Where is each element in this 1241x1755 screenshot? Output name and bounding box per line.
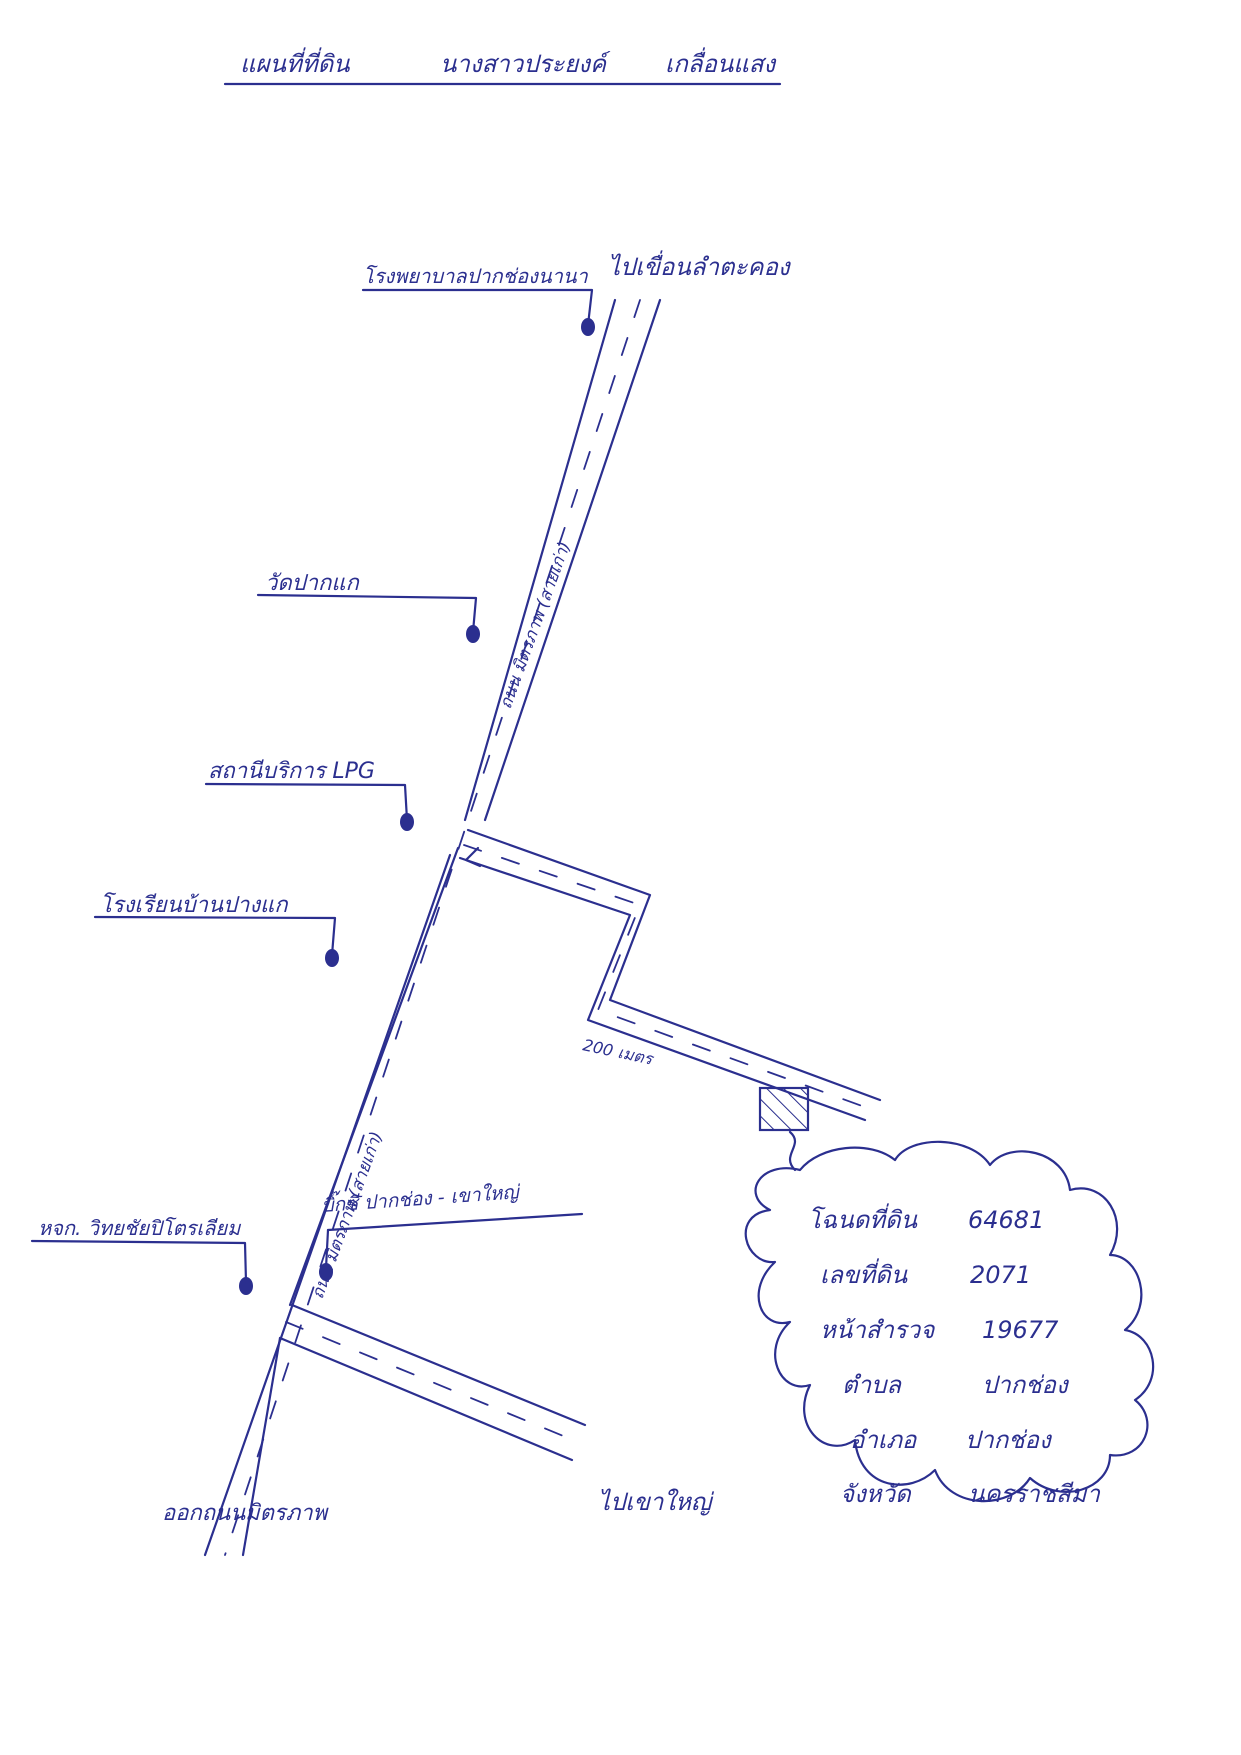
khao-yai-road-lower-edge [278, 1336, 574, 1462]
title-part-map: แผนที่ที่ดิน [240, 47, 350, 78]
big-c-dot-icon [319, 1263, 333, 1281]
lpg-leader-line [204, 782, 409, 822]
province-value: นครราชสีมา [968, 1480, 1101, 1508]
landmark-school: โรงเรียนบ้านปางแก [93, 892, 339, 967]
khao-yai-road-centre-dash [285, 1321, 579, 1443]
temple-dot-icon [466, 625, 480, 643]
lpg-dot-icon [400, 813, 414, 831]
side-road-lower-edge [458, 856, 867, 1122]
main-road-right-edge-middle [288, 846, 460, 1307]
land-info-cloud: โฉนดที่ดิน 64681 เลขที่ดิน 2071 หน้าสำรว… [744, 1140, 1155, 1508]
land-no-label: เลขที่ดิน [820, 1258, 908, 1289]
school-leader-line [93, 915, 337, 957]
school-label: โรงเรียนบ้านปางแก [100, 892, 289, 918]
title-part-owner: นางสาวประยงค์ [440, 50, 611, 78]
landmark-petroleum-company: หจก. วิทยชัยปิโตรเลียม [30, 1216, 253, 1295]
road-to-khao-yai [278, 1303, 587, 1462]
hospital-label: โรงพยาบาลปากช่องนานา [363, 264, 589, 288]
lpg-label: สถานีบริการ LPG [208, 759, 375, 784]
landmark-big-c: บิ๊กซี ปากช่อง - เขาใหญ่ [319, 1177, 584, 1281]
cloud-callout-icon [744, 1140, 1155, 1503]
plot-marker [758, 1086, 810, 1172]
landmark-lpg-station: สถานีบริการ LPG [204, 759, 414, 831]
petroleum-company-leader-line [30, 1239, 248, 1284]
main-road-left-edge-upper [463, 298, 617, 822]
hospital-leader-line [361, 288, 594, 327]
district-value: ปากช่อง [965, 1426, 1053, 1454]
main-road [203, 298, 662, 1557]
plot-hatched-box-icon [758, 1086, 810, 1132]
hospital-dot-icon [581, 318, 595, 336]
petroleum-company-dot-icon [239, 1277, 253, 1295]
deed-value: 64681 [968, 1206, 1044, 1234]
side-road-to-plot: 200 เมตร [458, 828, 882, 1122]
temple-label: วัดปากแก [265, 571, 360, 596]
land-no-value: 2071 [970, 1261, 1031, 1289]
to-lam-takhong-label: ไปเขื่อนลำตะคอง [608, 250, 792, 281]
landmark-hospital: โรงพยาบาลปากช่องนานา [361, 264, 595, 336]
main-road-upper-label: ถนน มิตรภาพ (สายเก่า) [496, 539, 575, 712]
main-road-centre-dash [224, 299, 641, 1556]
exit-mittraphap-label: ออกถนนมิตรภาพ [162, 1501, 330, 1526]
school-dot-icon [325, 949, 339, 967]
survey-value: 19677 [982, 1316, 1059, 1344]
district-label: อำเภอ [850, 1426, 918, 1454]
temple-leader-line [256, 593, 478, 634]
big-c-leader-line-top [326, 1212, 584, 1232]
title-part-surname: เกลื่อนแสง [665, 47, 777, 78]
plot-callout-tail [788, 1130, 797, 1172]
map-title: แผนที่ที่ดิน นางสาวประยงค์ เกลื่อนแสง [223, 47, 782, 86]
subdistrict-label: ตำบล [842, 1371, 902, 1399]
big-c-leader-line-drop [324, 1228, 330, 1270]
deed-label: โฉนดที่ดิน [808, 1203, 918, 1234]
subdistrict-value: ปากช่อง [982, 1371, 1070, 1399]
side-road-upper-edge [466, 828, 882, 1102]
landmark-temple: วัดปากแก [256, 571, 480, 643]
survey-label: หน้าสำรวจ [820, 1316, 935, 1344]
main-road-right-edge-upper [483, 298, 662, 822]
to-khao-yai-label: ไปเขาใหญ่ [598, 1488, 714, 1516]
side-road-centre-dash [463, 844, 874, 1111]
province-label: จังหวัด [840, 1480, 912, 1508]
petroleum-company-label: หจก. วิทยชัยปิโตรเลียม [38, 1216, 242, 1240]
khao-yai-road-upper-edge [290, 1303, 587, 1427]
junction-arrow-icon [464, 846, 482, 868]
